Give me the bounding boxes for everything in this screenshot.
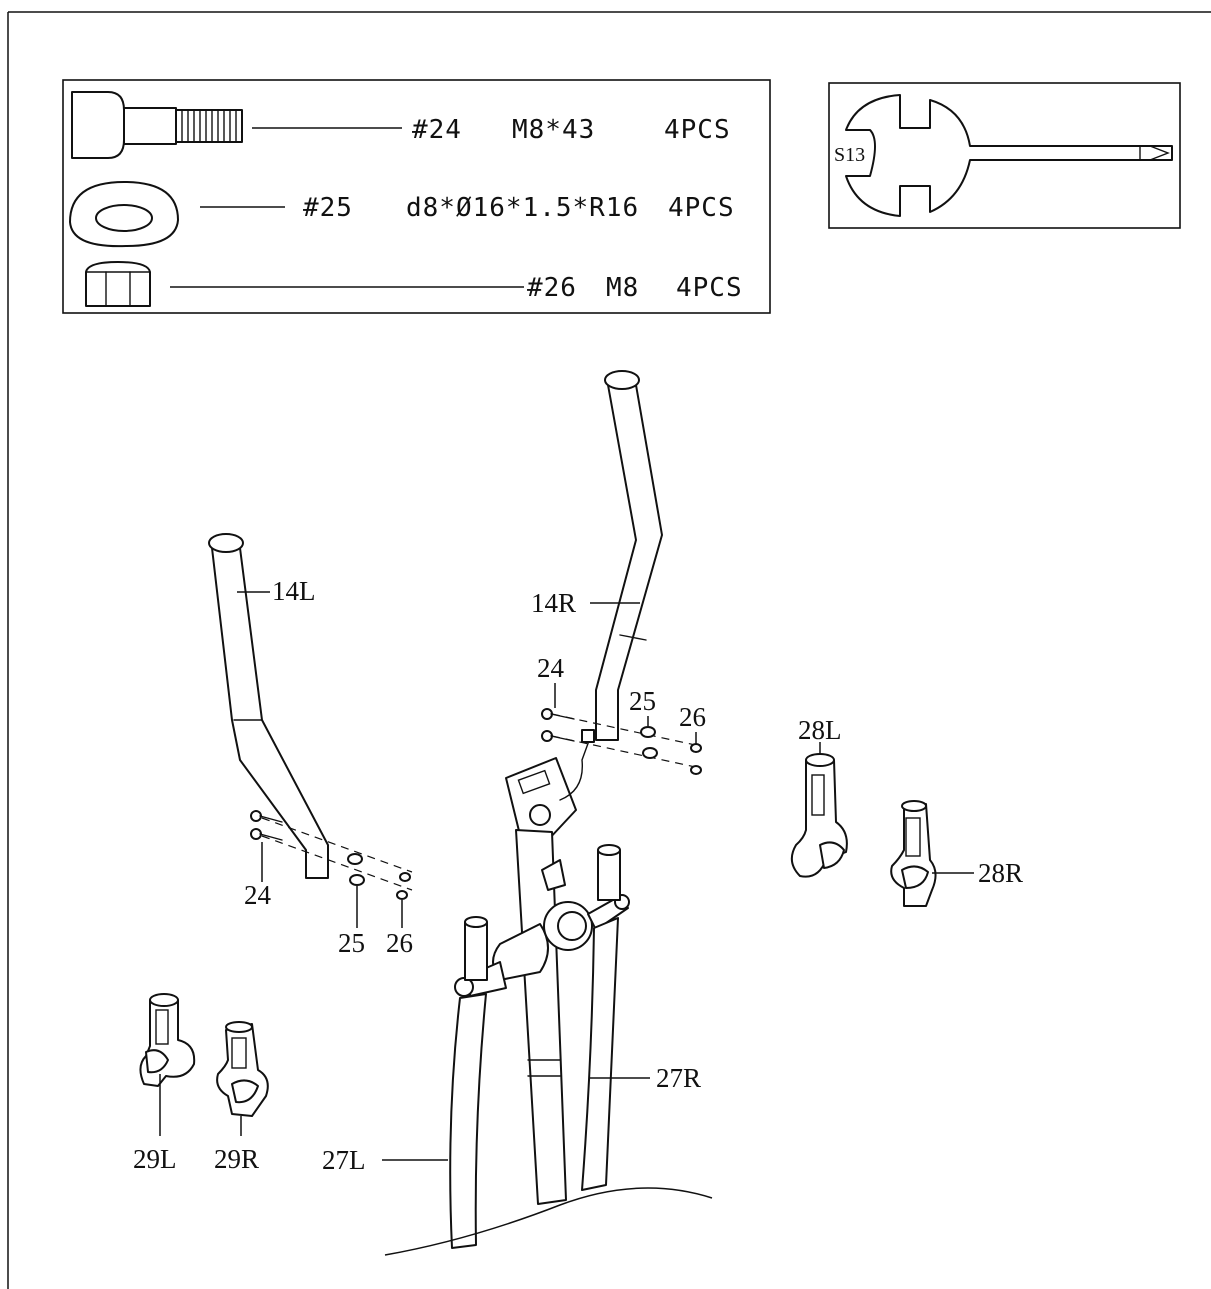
right-upper-arm-14R	[595, 370, 663, 741]
label-25-right: 25	[629, 686, 656, 716]
label-25-left: 25	[338, 928, 365, 958]
hardware-item-24-qty: 4PCS	[664, 115, 731, 145]
label-26-left: 26	[386, 928, 413, 958]
wrench-screwdriver-icon	[845, 94, 1173, 217]
hardware-item-26-code: #26	[527, 273, 577, 303]
hardware-item-26-qty: 4PCS	[676, 273, 743, 303]
hardware-box: #24 M8*43 4PCS #25 d8*Ø16*1.5*R16 4PCS #…	[62, 79, 771, 314]
hardware-item-24-spec: M8*43	[512, 115, 595, 145]
bracket-28L	[790, 753, 848, 878]
label-14R: 14R	[531, 588, 576, 618]
bracket-29L	[139, 993, 196, 1087]
bolt-icon	[70, 91, 243, 159]
main-frame	[384, 729, 713, 1256]
label-28R: 28R	[978, 858, 1023, 888]
label-29R: 29R	[214, 1144, 259, 1174]
bracket-29R	[216, 1021, 269, 1117]
label-14L: 14L	[272, 576, 316, 606]
hardware-item-25-spec: d8*Ø16*1.5*R16	[406, 193, 639, 223]
label-29L: 29L	[133, 1144, 177, 1174]
label-27R: 27R	[656, 1063, 701, 1093]
label-24-left: 24	[244, 880, 272, 910]
hardware-item-26-spec: M8	[606, 273, 639, 303]
label-27L: 27L	[322, 1145, 366, 1175]
label-28L: 28L	[798, 715, 842, 745]
washer-icon	[69, 181, 179, 248]
hardware-item-25-qty: 4PCS	[668, 193, 735, 223]
label-24-right: 24	[537, 653, 565, 683]
right-bolts	[541, 708, 702, 775]
left-bolts	[250, 810, 413, 900]
tool-label-s13: S13	[834, 144, 865, 166]
hardware-item-24-code: #24	[412, 115, 462, 145]
label-26-right: 26	[679, 702, 706, 732]
nut-icon	[85, 261, 151, 307]
hardware-item-25-code: #25	[303, 193, 353, 223]
bracket-28R	[890, 800, 937, 907]
left-upper-arm-14L	[208, 533, 329, 879]
tool-box: S13	[828, 82, 1181, 229]
